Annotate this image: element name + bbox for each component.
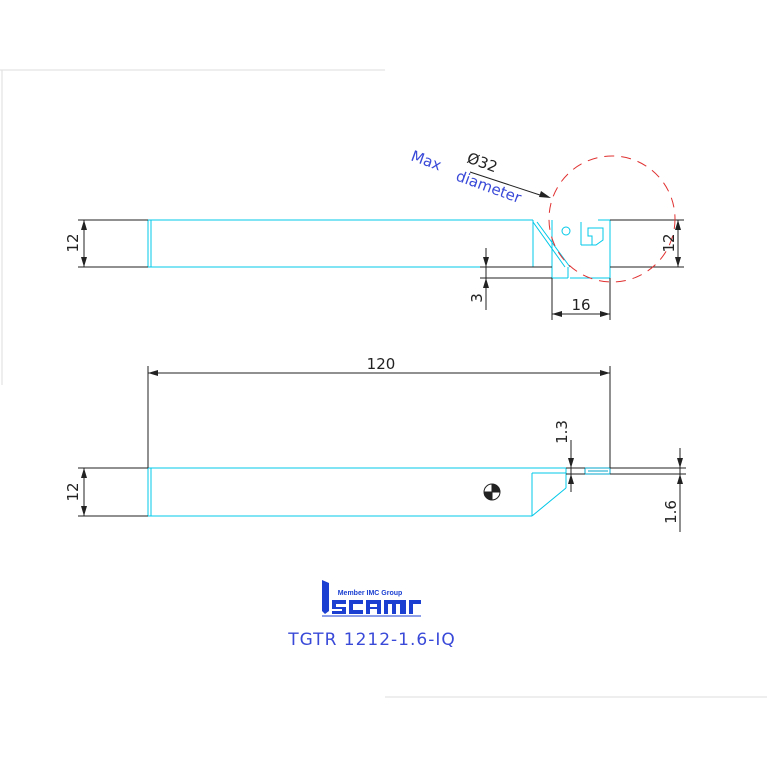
side-view-arrowheads: [81, 191, 681, 317]
side-view: [78, 155, 684, 320]
dim-head-width: 16: [571, 296, 590, 314]
dim-depth-offset: 3: [468, 293, 486, 303]
max-diameter-circle: [548, 155, 676, 283]
top-view-dimensions: [78, 366, 686, 532]
dim-head-height: 12: [660, 233, 678, 252]
max-label: Max: [409, 147, 444, 175]
dim-blade-width: 1.6: [662, 500, 680, 524]
logo-tagline: Member IMC Group: [338, 590, 403, 597]
top-view: [78, 366, 686, 532]
dim-overall-length: 120: [367, 355, 396, 373]
side-view-dimensions: [78, 171, 684, 320]
top-view-outline: [147, 467, 611, 517]
dim-shank-height-top: 12: [64, 482, 82, 501]
dim-blade-offset: 1.3: [553, 420, 571, 444]
top-view-arrowheads: [81, 370, 683, 516]
dim-shank-height-side: 12: [64, 233, 82, 252]
product-code: TGTR 1212-1.6-IQ: [287, 630, 456, 650]
side-view-outline: [147, 219, 611, 279]
iscar-logo: Member IMC Group: [322, 580, 421, 617]
screw-center-mark: [483, 483, 501, 501]
